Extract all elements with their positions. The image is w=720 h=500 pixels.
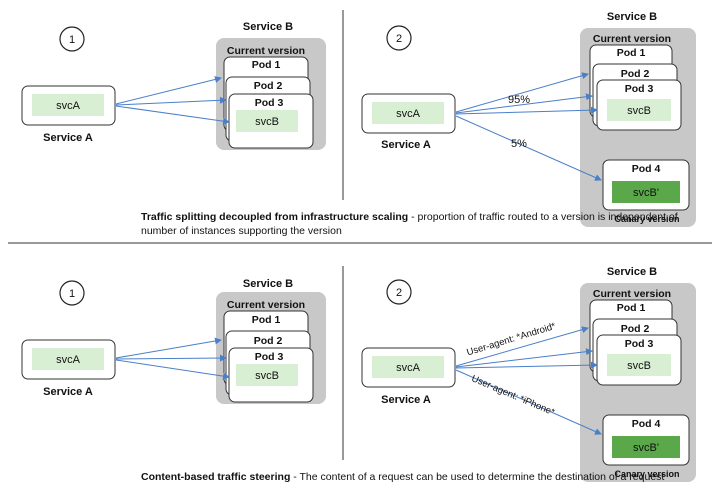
step-number: 1 xyxy=(69,34,75,46)
step-number: 1 xyxy=(69,288,75,300)
arrow-to-pod-1 xyxy=(455,72,589,113)
bottom-caption-title: Content-based traffic steering xyxy=(141,471,291,483)
arrow-to-pod-2 xyxy=(115,96,227,106)
svc-b-label: svcB xyxy=(627,360,651,372)
pod-1-label: Pod 1 xyxy=(252,59,281,71)
svc-b-tag xyxy=(236,110,298,132)
arrow-to-pod-3 xyxy=(115,105,230,125)
top-caption-title: Traffic splitting decoupled from infrast… xyxy=(141,211,409,223)
current-version-label: Current version xyxy=(227,45,305,57)
pod-2-label: Pod 2 xyxy=(621,323,650,335)
bottom-left-scenario: 1 svcA Service A Service B Current versi… xyxy=(21,278,326,404)
bottom-caption: Content-based traffic steering - The con… xyxy=(141,470,681,484)
bottom-caption-text: - The content of a request can be used t… xyxy=(290,471,665,483)
pod-2-label: Pod 2 xyxy=(254,80,283,92)
service-b-label: Service B xyxy=(607,266,657,278)
service-a-label: Service A xyxy=(43,132,93,144)
arrow-to-pod-4 xyxy=(455,369,602,435)
current-version-label: Current version xyxy=(593,288,671,300)
top-left-scenario: 1 svcA Service A Service B Current versi… xyxy=(21,21,326,150)
svc-a-label: svcA xyxy=(56,100,81,112)
pod-4-label: Pod 4 xyxy=(632,418,661,430)
svc-b-prime-label: svcB' xyxy=(633,187,659,199)
canary-version-label: Canary version xyxy=(614,469,679,479)
arrow-to-pod-1 xyxy=(115,337,222,359)
step-number: 2 xyxy=(396,33,402,45)
svc-b-label: svcB xyxy=(255,116,279,128)
bottom-right-scenario: 2 svcA Service A Service B Current versi… xyxy=(361,266,696,482)
arrow-to-pod-2 xyxy=(115,354,227,362)
rule-iphone-label: User-agent: *iPhone* xyxy=(470,373,557,418)
svc-b-tag xyxy=(607,354,671,376)
pod-1-label: Pod 1 xyxy=(252,314,281,326)
current-version-label: Current version xyxy=(593,33,671,45)
svc-a-label: svcA xyxy=(56,354,81,366)
svc-b-tag xyxy=(236,364,298,386)
canary-version-label: Canary version xyxy=(614,214,679,224)
arrow-to-pod-1 xyxy=(455,326,589,367)
pod-3-label: Pod 3 xyxy=(625,338,654,350)
top-right-scenario: 2 svcA Service A Service B Current versi… xyxy=(361,11,696,227)
step-circle xyxy=(59,26,85,52)
pod-2-label: Pod 2 xyxy=(254,335,283,347)
pod-3-label: Pod 3 xyxy=(255,97,284,109)
svc-a-label: svcA xyxy=(396,108,421,120)
svc-b-label: svcB xyxy=(255,370,279,382)
step-circle xyxy=(59,280,85,306)
svc-b-prime-tag xyxy=(612,181,680,203)
arrow-to-pod-3 xyxy=(455,106,598,115)
service-b-label: Service B xyxy=(607,11,657,23)
pod-4-label: Pod 4 xyxy=(632,163,661,175)
svc-a-tag xyxy=(372,102,444,124)
svc-a-tag xyxy=(372,356,444,378)
top-caption: Traffic splitting decoupled from infrast… xyxy=(141,210,681,238)
pod-1-label: Pod 1 xyxy=(617,302,646,314)
svc-b-label: svcB xyxy=(627,105,651,117)
pod-3-label: Pod 3 xyxy=(625,83,654,95)
pod-3-label: Pod 3 xyxy=(255,351,284,363)
service-b-label: Service B xyxy=(243,278,293,290)
current-version-label: Current version xyxy=(227,299,305,311)
arrow-to-pod-2 xyxy=(455,348,593,368)
service-a-label: Service A xyxy=(43,386,93,398)
arrow-to-pod-3 xyxy=(455,361,598,369)
svc-b-prime-tag xyxy=(612,436,680,458)
top-caption-text: - proportion of traffic routed to a vers… xyxy=(141,211,678,237)
step-number: 2 xyxy=(396,287,402,299)
svc-a-label: svcA xyxy=(396,362,421,374)
step-circle xyxy=(386,279,412,305)
svc-a-tag xyxy=(32,348,104,370)
arrow-to-pod-1 xyxy=(115,76,222,105)
step-circle xyxy=(386,25,412,51)
percent-5-label: 5% xyxy=(511,138,527,150)
pod-2-label: Pod 2 xyxy=(621,68,650,80)
service-a-label: Service A xyxy=(381,394,431,406)
arrow-to-pod-2 xyxy=(455,93,593,114)
rule-android-label: User-agent: *Android* xyxy=(465,321,557,359)
service-b-label: Service B xyxy=(243,21,293,33)
percent-95-label: 95% xyxy=(508,94,530,106)
pod-1-label: Pod 1 xyxy=(617,47,646,59)
svc-b-prime-label: svcB' xyxy=(633,442,659,454)
arrow-to-pod-3 xyxy=(115,359,230,380)
service-a-label: Service A xyxy=(381,139,431,151)
arrow-to-pod-4 xyxy=(455,115,602,181)
svc-a-tag xyxy=(32,94,104,116)
svc-b-tag xyxy=(607,99,671,121)
